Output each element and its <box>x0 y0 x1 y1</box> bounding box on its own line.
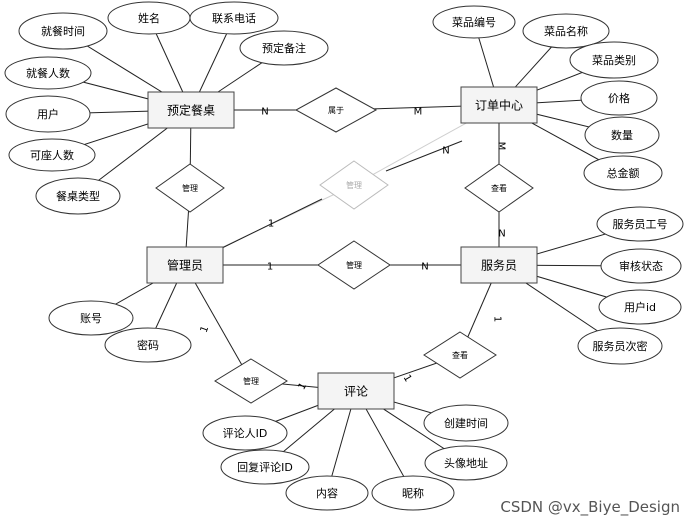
attribute-label: 菜品编号 <box>452 15 496 29</box>
attribute-label: 姓名 <box>138 11 160 25</box>
attribute-reserve_table-5: 用户 <box>5 95 91 133</box>
attribute-comment-3: 头像地址 <box>424 445 508 481</box>
relationship-manage-waiter: 管理 <box>317 240 391 290</box>
attribute-reserve_table-3: 预定备注 <box>239 30 329 66</box>
relationship-label: 管理 <box>346 260 362 270</box>
relationship-view-comment: 查看 <box>423 331 497 379</box>
attribute-order_center-3: 价格 <box>580 80 658 116</box>
relationship-manage-reserve: 管理 <box>155 163 225 213</box>
relationship-manage-order: 管理 <box>319 160 389 210</box>
cardinality-admin-order: 1 <box>268 219 274 230</box>
attribute-label: 账号 <box>80 312 102 325</box>
cardinality-waiter-comment: 1 <box>491 316 502 322</box>
attribute-label: 可座人数 <box>30 148 74 162</box>
relationship-label: 查看 <box>491 183 507 193</box>
entity-waiter: 服务员 <box>460 246 538 284</box>
attribute-order_center-1: 菜品名称 <box>522 13 610 49</box>
attribute-comment-2: 回复评论ID <box>220 449 310 485</box>
attribute-label: 菜品名称 <box>544 24 588 38</box>
cardinality-comment-view: 1 <box>401 373 414 384</box>
attribute-waiter-2: 用户id <box>598 289 682 325</box>
entity-label: 预定餐桌 <box>167 102 215 117</box>
entity-admin: 管理员 <box>146 246 224 284</box>
attribute-label: 昵称 <box>402 486 424 500</box>
attribute-label: 餐桌类型 <box>56 189 100 203</box>
attribute-label: 联系电话 <box>212 12 256 25</box>
attribute-order_center-0: 菜品编号 <box>432 5 516 39</box>
entity-label: 管理员 <box>167 257 203 272</box>
attribute-admin-1: 密码 <box>104 327 192 363</box>
cardinality-waiter-admin: N <box>421 262 428 273</box>
attribute-comment-0: 评论人ID <box>202 415 288 451</box>
relationship-link <box>221 140 463 249</box>
attribute-label: 价格 <box>608 91 630 105</box>
relationship-belongs: 属于 <box>294 87 378 133</box>
attribute-label: 用户 <box>37 107 59 121</box>
attribute-label: 回复评论ID <box>237 460 293 474</box>
attribute-label: 服务员次密 <box>593 339 648 353</box>
attribute-reserve_table-4: 就餐人数 <box>4 56 92 90</box>
attribute-label: 密码 <box>137 338 159 352</box>
attribute-label: 预定备注 <box>262 41 306 55</box>
attribute-label: 数量 <box>611 129 633 142</box>
cardinality-waiter-view: N <box>498 229 505 240</box>
relationship-label: 管理 <box>346 180 362 190</box>
relationship-label: 管理 <box>243 376 259 386</box>
attribute-comment-5: 昵称 <box>371 475 455 511</box>
relationship-view-order: 查看 <box>464 163 534 213</box>
attribute-label: 审核状态 <box>619 259 663 273</box>
entity-comment: 评论 <box>317 372 395 410</box>
cardinality-order-belongs: M <box>414 107 423 118</box>
attribute-label: 头像地址 <box>444 456 488 470</box>
attribute-label: 总金额 <box>607 166 640 180</box>
attribute-waiter-1: 审核状态 <box>600 248 682 284</box>
watermark: CSDN @vx_Biye_Design <box>500 498 680 517</box>
attribute-reserve_table-7: 餐桌类型 <box>35 177 121 215</box>
relationship-label: 属于 <box>328 106 344 115</box>
attribute-order_center-2: 菜品类别 <box>569 41 659 79</box>
entity-label: 订单中心 <box>475 97 523 112</box>
attribute-reserve_table-6: 可座人数 <box>8 138 96 172</box>
attribute-comment-4: 内容 <box>285 475 369 511</box>
attribute-order_center-5: 总金额 <box>583 155 663 191</box>
cardinality-admin-waiter: 1 <box>267 262 273 273</box>
relationship-label: 查看 <box>452 350 468 360</box>
attribute-admin-0: 账号 <box>48 300 134 336</box>
attribute-order_center-4: 数量 <box>584 116 660 154</box>
cardinality-admin-comment-top: 1 <box>199 324 212 334</box>
entity-reserve-table: 预定餐桌 <box>147 91 235 129</box>
cardinality-order-admin: N <box>442 146 449 157</box>
cardinality-admin-comment-bottom: 1 <box>297 381 310 392</box>
attribute-waiter-3: 服务员次密 <box>577 327 663 365</box>
attribute-label: 就餐人数 <box>26 66 70 80</box>
cardinality-order-view: M <box>495 142 506 151</box>
attribute-waiter-0: 服务员工号 <box>596 206 684 242</box>
attribute-label: 内容 <box>316 486 338 500</box>
attribute-label: 用户id <box>624 300 656 314</box>
attribute-label: 菜品类别 <box>592 53 636 67</box>
relationship-manage-comment: 管理 <box>214 358 288 404</box>
attribute-reserve_table-1: 姓名 <box>107 1 191 35</box>
attribute-label: 评论人ID <box>223 426 268 440</box>
entity-order-center: 订单中心 <box>460 86 538 124</box>
attribute-label: 就餐时间 <box>41 24 85 38</box>
attribute-label: 服务员工号 <box>613 218 668 231</box>
attribute-label: 创建时间 <box>444 416 488 430</box>
relationship-label: 管理 <box>182 183 198 193</box>
entity-label: 评论 <box>344 384 368 398</box>
cardinality-reserve-belongs: N <box>261 107 268 118</box>
relationship-link <box>184 264 252 382</box>
attribute-reserve_table-2: 联系电话 <box>189 1 279 35</box>
attribute-reserve_table-0: 就餐时间 <box>18 12 108 50</box>
entity-label: 服务员 <box>481 257 517 272</box>
attribute-comment-1: 创建时间 <box>423 404 509 442</box>
